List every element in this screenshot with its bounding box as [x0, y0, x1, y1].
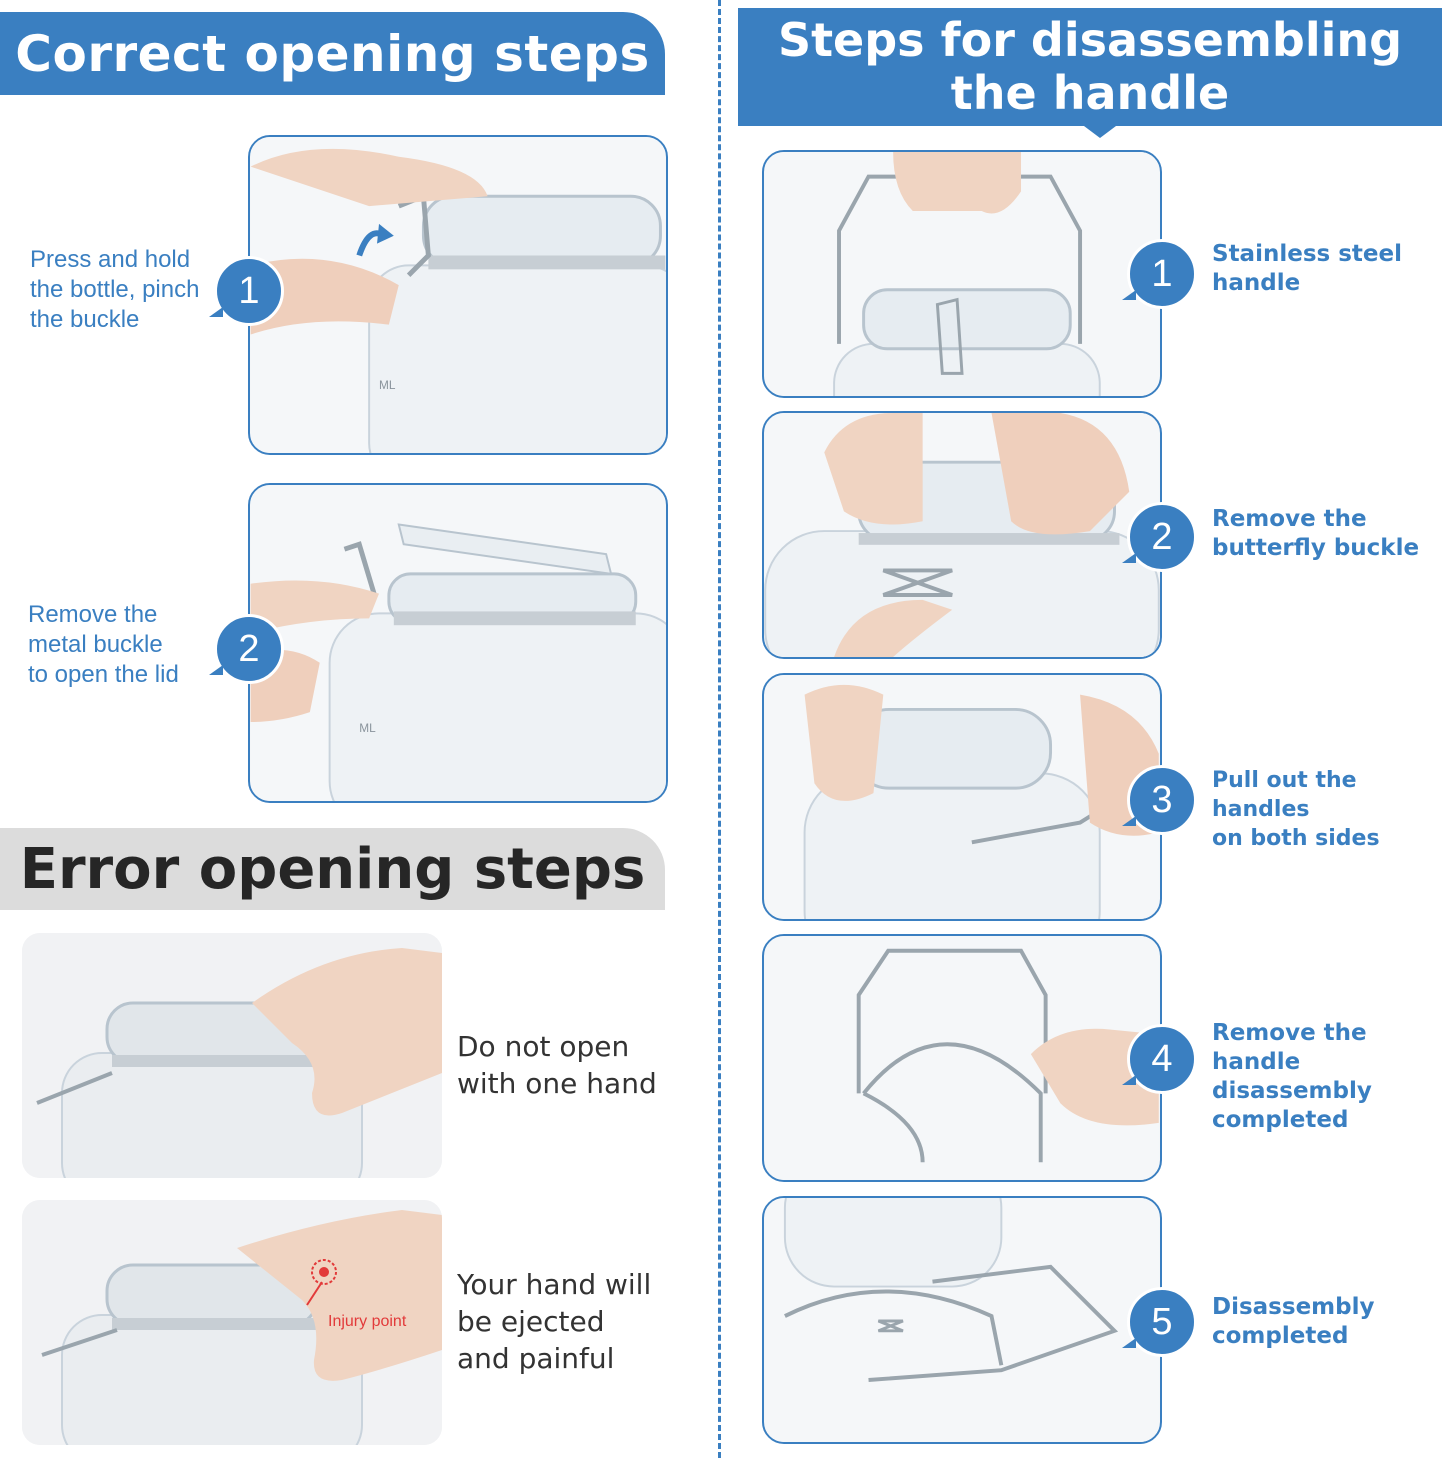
right-step-1-caption: Stainless steel handle [1212, 241, 1402, 296]
right-step-2-caption: Remove the butterfly buckle [1212, 506, 1420, 561]
left-step-2-caption: Remove the metal buckle to open the lid [28, 601, 179, 688]
error-2-caption: Your hand will be ejected and painful [457, 1268, 652, 1375]
right-step-3-photo [762, 673, 1162, 921]
error-2-photo [22, 1200, 442, 1445]
left-step-1-photo: ML [248, 135, 668, 455]
error-1-photo [22, 933, 442, 1178]
jar-open-lid-illustration: ML [250, 485, 666, 801]
jar-one-hand-illustration [22, 933, 442, 1178]
right-step-4-photo [762, 934, 1162, 1182]
jar-injury-illustration [22, 1200, 442, 1445]
butterfly-buckle-illustration [764, 413, 1160, 657]
correct-opening-title: Correct opening steps [15, 24, 650, 83]
right-step-4-number: 4 [1122, 1024, 1197, 1094]
right-step-5-number: 5 [1122, 1287, 1197, 1357]
right-step-4-caption: Remove the handle disassembly completed [1212, 1020, 1372, 1133]
svg-text:ML: ML [359, 721, 376, 735]
handle-removed-illustration [765, 936, 1159, 1180]
right-step-2-photo [762, 411, 1162, 659]
right-step-5-photo [762, 1196, 1162, 1444]
right-step-3-caption: Pull out the handles on both sides [1212, 768, 1380, 851]
dashed-divider [718, 0, 721, 1458]
error-1-caption: Do not open with one hand [457, 1030, 657, 1100]
right-step-2-number: 2 [1122, 502, 1197, 572]
left-step-2-photo: ML [248, 483, 668, 803]
right-step-1-number: 1 [1122, 239, 1197, 309]
error-opening-title: Error opening steps [19, 836, 646, 902]
injury-point-label: Injury point [328, 1313, 407, 1330]
right-step-5-caption: Disassembly completed [1212, 1294, 1375, 1349]
left-step-1-caption: Press and hold the bottle, pinch the buc… [30, 246, 200, 333]
error-opening-banner: Error opening steps [0, 828, 665, 910]
handle-carry-illustration [765, 152, 1159, 396]
svg-text:ML: ML [379, 378, 396, 392]
jar-lid-pinch-illustration: ML [250, 137, 666, 453]
disassembling-banner: Steps for disassembling the handle [738, 8, 1442, 126]
correct-opening-banner: Correct opening steps [0, 12, 665, 95]
left-step-1-number: 1 [209, 256, 284, 326]
left-step-2-number: 2 [209, 614, 284, 684]
right-step-3-number: 3 [1122, 765, 1197, 835]
right-step-1-photo [762, 150, 1162, 398]
parts-laid-out-illustration [765, 1198, 1159, 1442]
banner-pointer [1084, 126, 1116, 138]
disassembling-title: Steps for disassembling the handle [777, 13, 1403, 120]
pull-handles-illustration [765, 675, 1159, 919]
